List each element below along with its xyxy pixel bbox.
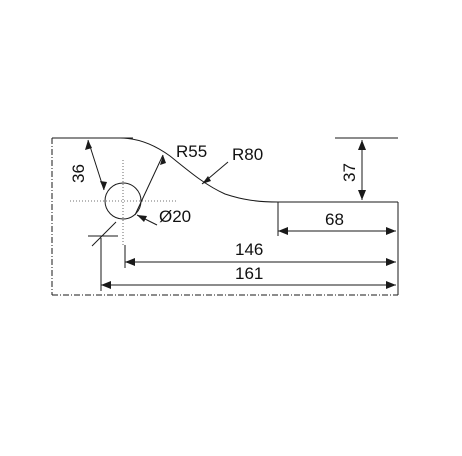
r80-arrow [202, 176, 211, 184]
dia20-label: Ø20 [159, 207, 191, 226]
r80-label: R80 [232, 145, 263, 164]
dim36-arrow-bottom [100, 181, 107, 190]
reference-cross-diag [91, 221, 117, 247]
r55-label: R55 [176, 142, 207, 161]
dim68-arrow-right [386, 227, 396, 235]
dia20-arrow [137, 215, 147, 222]
hole [70, 160, 176, 247]
dim161-arrow-left [101, 281, 111, 289]
dim146-label: 146 [235, 240, 263, 259]
dimension-r80: R80 [201, 145, 263, 185]
dimension-r55: R55 [134, 142, 207, 216]
dim146-arrow-left [125, 258, 135, 266]
dim146-arrow-right [386, 258, 396, 266]
dim36-label: 36 [69, 164, 88, 183]
dimension-dia20: Ø20 [136, 207, 191, 226]
dim161-arrow-right [386, 281, 396, 289]
dimension-68: 68 [277, 202, 396, 236]
dimension-37: 37 [340, 140, 366, 200]
dim37-arrow-bottom [358, 190, 366, 200]
dim37-arrow-top [358, 140, 366, 150]
dim37-label: 37 [340, 163, 359, 182]
dim68-arrow-left [278, 227, 288, 235]
part-outline [51, 137, 399, 296]
dim68-label: 68 [325, 210, 344, 229]
dimension-36: 36 [69, 139, 107, 191]
curved-edge [119, 137, 279, 203]
dim36-arrow-top [85, 140, 92, 150]
dim161-label: 161 [235, 264, 263, 283]
r55-arrow [160, 155, 166, 165]
r55-leader [134, 154, 164, 216]
dimension-146: 146 [124, 240, 396, 268]
dimension-161: 161 [100, 238, 396, 291]
